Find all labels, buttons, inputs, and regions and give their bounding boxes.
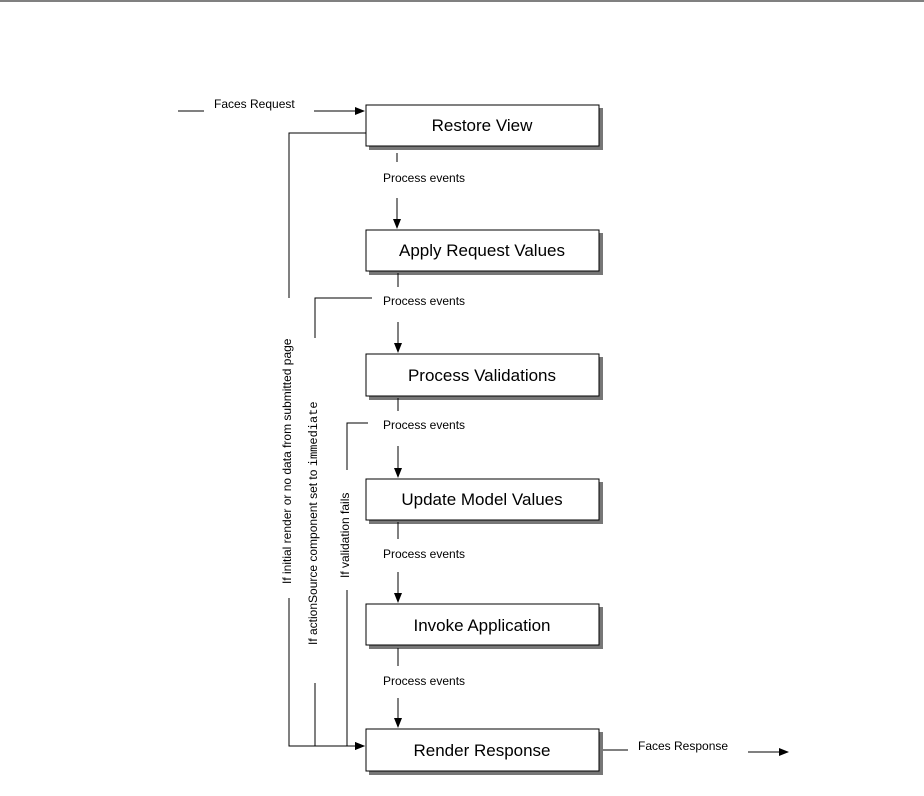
process-events-label: Process events: [383, 674, 465, 688]
validation-fails-condition: If validation fails: [338, 493, 352, 578]
process-events-label: Process events: [383, 294, 465, 308]
phase-label: Render Response: [413, 741, 550, 760]
phase-restore-view: Restore View: [365, 104, 603, 150]
phase-label: Update Model Values: [401, 490, 562, 509]
process-events-label: Process events: [383, 171, 465, 185]
phase-invoke-application: Invoke Application: [365, 603, 603, 649]
faces-request-label: Faces Request: [214, 97, 295, 111]
phase-apply-request-values: Apply Request Values: [365, 229, 603, 275]
process-events-label: Process events: [383, 547, 465, 561]
faces-response-arrow: [603, 748, 789, 756]
bypass-action-source: [314, 297, 372, 746]
phase-label: Apply Request Values: [399, 241, 565, 260]
phase-label: Process Validations: [408, 366, 556, 385]
initial-render-condition: If initial render or no data from submit…: [280, 338, 294, 584]
bypass-validation-fails: [346, 422, 368, 750]
phase-label: Invoke Application: [413, 616, 550, 635]
action-source-condition: If actionSource component set to immedia…: [306, 401, 321, 645]
phase-update-model-values: Update Model Values: [365, 478, 603, 524]
phase-label: Restore View: [432, 116, 534, 135]
process-events-label: Process events: [383, 418, 465, 432]
bypass-initial-render: [288, 132, 366, 750]
faces-response-label: Faces Response: [638, 739, 728, 753]
phase-process-validations: Process Validations: [365, 353, 603, 400]
phase-render-response: Render Response: [365, 728, 603, 775]
